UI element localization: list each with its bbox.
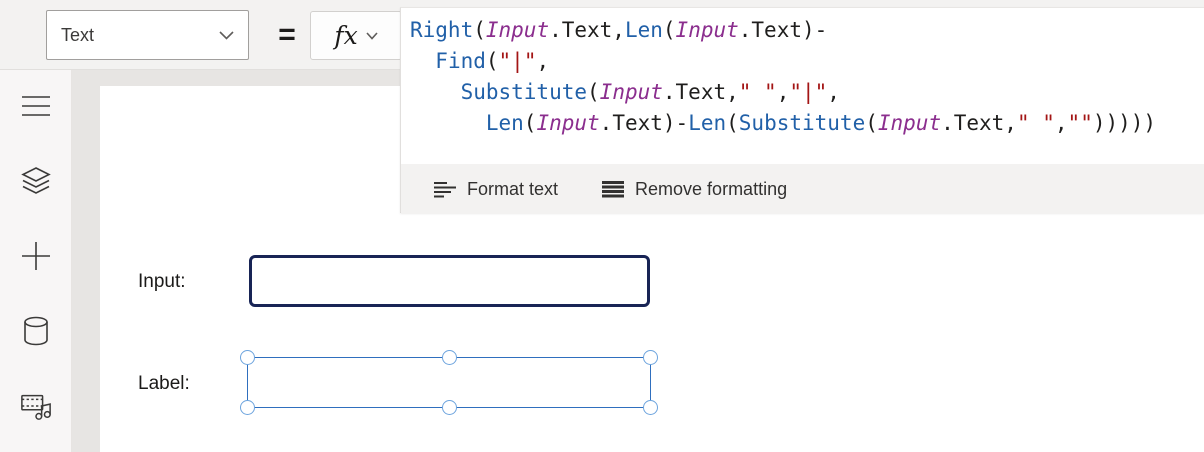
format-text-icon: [434, 181, 456, 197]
menu-icon: [22, 96, 50, 116]
formula-code[interactable]: Right(Input.Text,Len(Input.Text)- Find("…: [401, 8, 1204, 164]
remove-formatting-button[interactable]: Remove formatting: [602, 179, 787, 200]
label-control-selected[interactable]: [240, 350, 658, 415]
resize-handle-top-right[interactable]: [643, 350, 658, 365]
formula-line: Substitute(Input.Text," ","|",: [460, 80, 840, 104]
format-text-button[interactable]: Format text: [434, 179, 558, 200]
formula-line: Find("|",: [435, 49, 550, 73]
sidebar-item-menu[interactable]: [20, 90, 52, 122]
sidebar-item-insert[interactable]: [20, 240, 52, 272]
property-selector-dropdown[interactable]: Text: [46, 10, 249, 60]
chevron-down-icon: [219, 30, 234, 40]
app-authoring-sidebar: [0, 70, 72, 452]
formula-line: Len(Input.Text)-Len(Substitute(Input.Tex…: [485, 111, 1157, 135]
sidebar-item-data[interactable]: [20, 315, 52, 347]
resize-handle-bottom-center[interactable]: [442, 400, 457, 415]
media-icon: [21, 394, 51, 420]
formula-actions-bar: Format text Remove formatting: [401, 164, 1204, 214]
database-icon: [24, 316, 48, 346]
remove-formatting-label: Remove formatting: [635, 178, 788, 199]
sidebar-item-tree-view[interactable]: [20, 165, 52, 197]
chevron-down-icon: [366, 31, 378, 40]
fx-formula-button[interactable]: fx: [310, 11, 402, 60]
resize-handle-top-left[interactable]: [240, 350, 255, 365]
resize-handle-top-center[interactable]: [442, 350, 457, 365]
input-textbox[interactable]: [249, 255, 650, 307]
fx-label: fx: [334, 21, 358, 50]
label-label: Label:: [138, 373, 190, 394]
layers-icon: [21, 167, 51, 194]
property-selector-value: Text: [61, 24, 95, 45]
format-text-label: Format text: [467, 178, 559, 199]
equals-sign: =: [278, 18, 296, 51]
formula-line: Right(Input.Text,Len(Input.Text)-: [410, 18, 828, 42]
formula-bar-panel: Right(Input.Text,Len(Input.Text)- Find("…: [400, 7, 1204, 214]
input-label: Input:: [138, 271, 186, 292]
remove-formatting-icon: [602, 180, 625, 197]
resize-handle-bottom-right[interactable]: [643, 400, 658, 415]
resize-handle-bottom-left[interactable]: [240, 400, 255, 415]
add-icon: [22, 242, 50, 270]
sidebar-item-media[interactable]: [20, 390, 52, 422]
